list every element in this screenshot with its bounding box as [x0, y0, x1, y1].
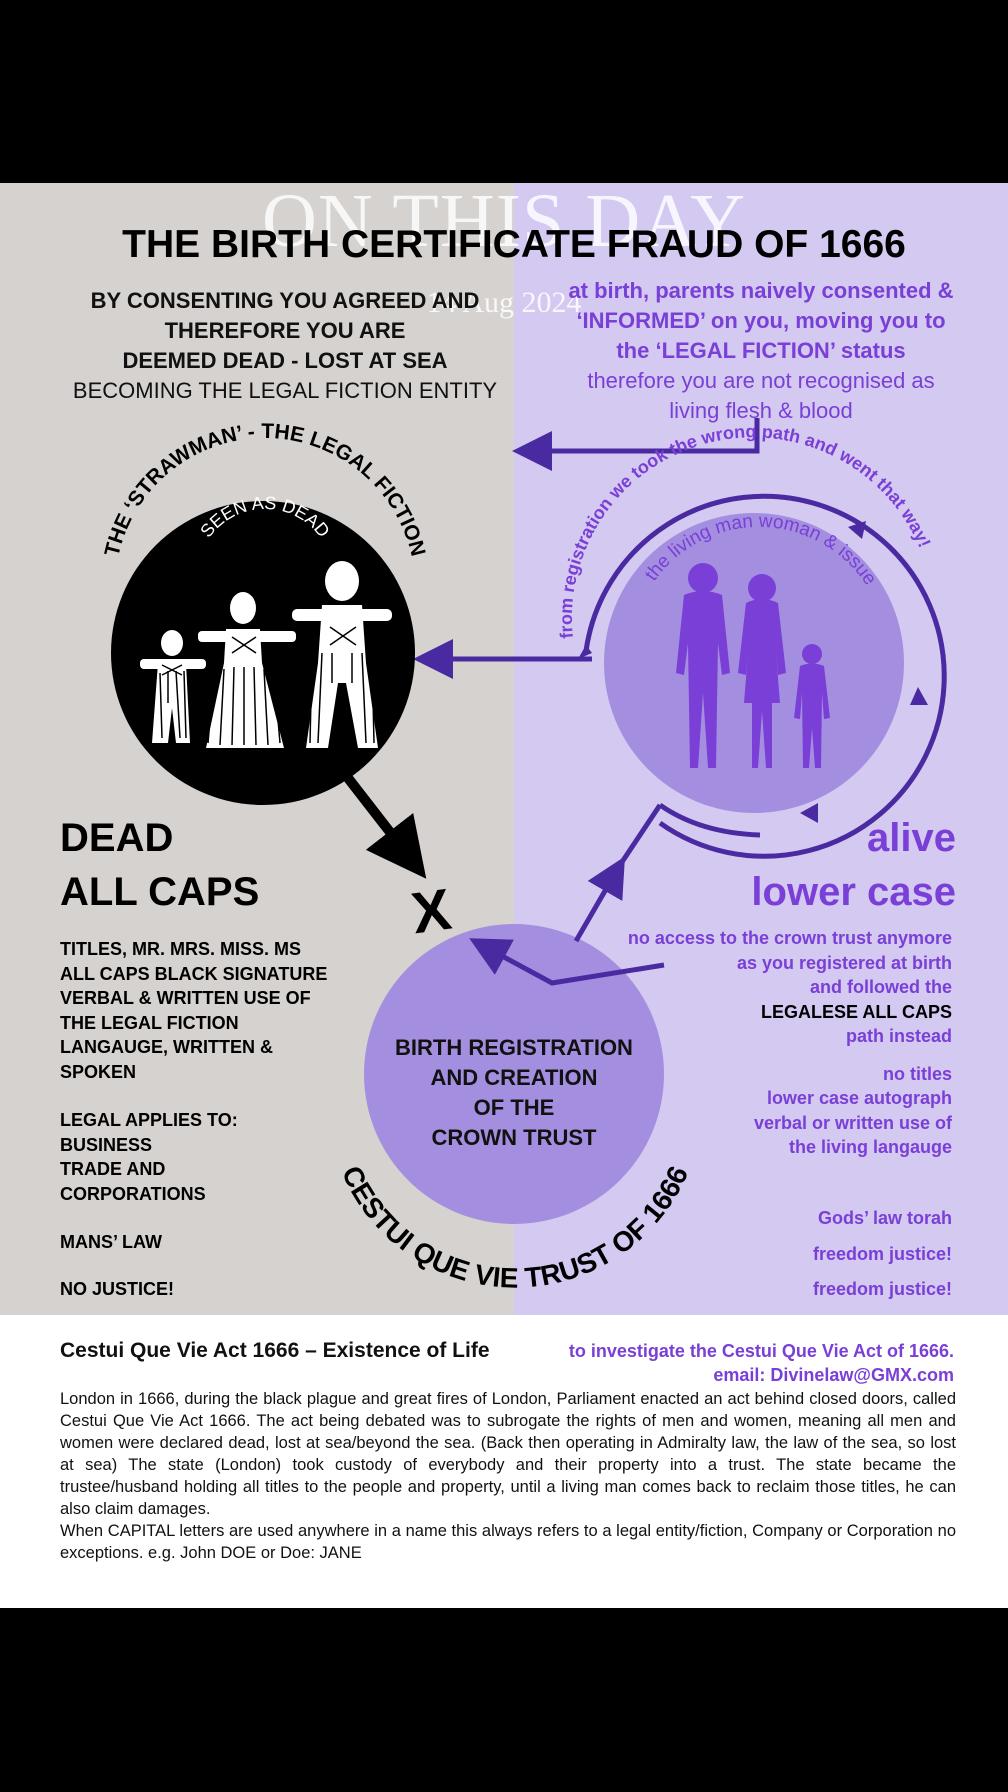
list-item: TITLES, MR. MRS. MISS. MS	[60, 939, 302, 959]
list-item: lower case autograph	[766, 1088, 952, 1108]
footer: Cestui Que Vie Act 1666 – Existence of L…	[0, 1315, 1008, 1608]
list-item: verbal or written use of	[753, 1112, 952, 1133]
left-intro-line: BY CONSENTING YOU AGREED AND	[90, 288, 480, 313]
list-item: LANGAUGE, WRITTEN &	[60, 1037, 273, 1057]
list-item: the living langauge	[788, 1137, 952, 1157]
left-intro-line: THEREFORE YOU ARE	[164, 318, 406, 343]
footer-paragraph: When CAPITAL letters are used anywhere i…	[60, 1522, 956, 1562]
freedom-justice-label: freedom justice!	[812, 1244, 952, 1264]
list-item: LEGAL APPLIES TO:	[60, 1110, 238, 1130]
watermark-on-this-day: ON THIS DAY	[262, 179, 746, 263]
right-intro-line: ‘INFORMED’ on you, moving you to	[576, 308, 946, 333]
crown-trust-line: BIRTH REGISTRATION	[395, 1035, 633, 1060]
poster: THE ‘STRAWMAN’ - THE LEGAL FICTION SEEN …	[0, 183, 1008, 1315]
contact-line: to investigate the Cestui Que Vie Act of…	[568, 1341, 954, 1361]
dead-arrow	[344, 774, 427, 879]
lower-case-label: lower case	[751, 870, 956, 914]
left-intro-line: BECOMING THE LEGAL FICTION ENTITY	[72, 378, 498, 403]
all-caps-label: ALL CAPS	[60, 870, 260, 914]
list-item: THE LEGAL FICTION	[60, 1012, 239, 1033]
footer-contact: to investigate the Cestui Que Vie Act of…	[569, 1339, 954, 1387]
right-intro-line: therefore you are not recognised as	[587, 368, 935, 393]
legalese-label: LEGALESE ALL CAPS	[760, 1001, 952, 1022]
crown-trust-circle	[364, 924, 664, 1224]
right-intro: at birth, parents naively consented & ‘I…	[540, 276, 982, 426]
right-intro-line: living flesh & blood	[669, 398, 853, 423]
to-crown-arrow	[469, 938, 665, 986]
list-item: BUSINESS	[60, 1134, 153, 1155]
left-intro-line: DEEMED DEAD - LOST AT SEA	[122, 348, 448, 373]
mans-law-label: MANS’ LAW	[60, 1232, 162, 1252]
left-intro: BY CONSENTING YOU AGREED AND THEREFORE Y…	[40, 286, 530, 406]
list-item: SPOKEN	[60, 1061, 137, 1082]
diagram-graphics: THE ‘STRAWMAN’ - THE LEGAL FICTION SEEN …	[101, 418, 947, 1294]
dead-label: DEAD	[60, 816, 174, 860]
list-item: VERBAL & WRITTEN USE OF	[60, 988, 311, 1008]
list-item: and followed the	[810, 977, 952, 997]
list-item: CORPORATIONS	[60, 1183, 206, 1204]
right-intro-line: the ‘LEGAL FICTION’ status	[616, 338, 906, 363]
alive-heading: alive lower case	[751, 811, 956, 919]
living-path-arc	[583, 493, 947, 859]
footer-paragraph: London in 1666, during the black plague …	[60, 1390, 956, 1518]
living-family-figures	[676, 563, 830, 768]
intro-arrow	[512, 418, 760, 471]
alive-label: alive	[867, 816, 956, 860]
watermark-date: 14 Aug 2024	[426, 286, 582, 319]
footer-title: Cestui Que Vie Act 1666 – Existence of L…	[60, 1339, 490, 1362]
strawman-circle	[111, 501, 415, 805]
list-item: as you registered at birth	[736, 952, 952, 973]
list-item: no titles	[882, 1063, 952, 1084]
list-item: ALL CAPS BLACK SIGNATURE	[60, 963, 328, 984]
list-item: path instead	[845, 1026, 952, 1046]
cross-mark: X	[407, 876, 455, 947]
gods-law-label: Gods’ law torah	[817, 1207, 952, 1228]
freedom-justice-label: freedom justice!	[812, 1278, 952, 1299]
dead-heading: DEAD ALL CAPS	[60, 811, 259, 919]
no-justice-label: NO JUSTICE!	[60, 1278, 175, 1299]
contact-email[interactable]: email: Divinelaw@GMX.com	[713, 1365, 954, 1385]
to-living-arrow	[573, 856, 626, 943]
list-item: TRADE AND	[60, 1159, 166, 1179]
page-title: THE BIRTH CERTIFICATE FRAUD OF 1666	[122, 223, 906, 266]
crown-trust-line: OF THE	[473, 1095, 555, 1120]
alive-list: no access to the crown trust anymore as …	[532, 926, 952, 1301]
right-intro-line: at birth, parents naively consented &	[568, 278, 954, 303]
crown-trust-line: AND CREATION	[430, 1065, 598, 1090]
footer-body: London in 1666, during the black plague …	[60, 1388, 956, 1564]
dead-list: TITLES, MR. MRS. MISS. MS ALL CAPS BLACK…	[60, 937, 360, 1301]
list-item: no access to the crown trust anymore	[627, 928, 952, 948]
crown-trust-text: BIRTH REGISTRATION AND CREATION OF THE C…	[364, 1033, 664, 1153]
crown-trust-line: CROWN TRUST	[431, 1125, 597, 1150]
